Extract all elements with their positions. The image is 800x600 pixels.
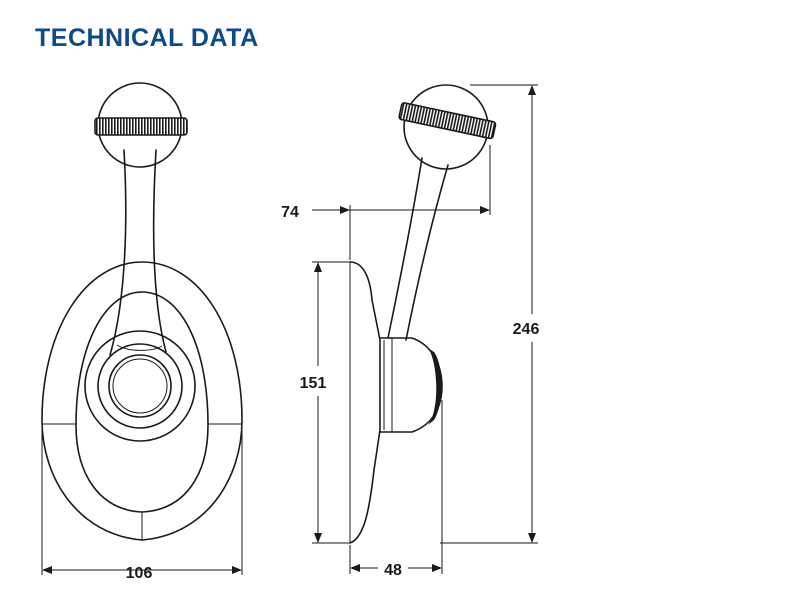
overall-height-arrow-bottom	[528, 533, 536, 543]
front-width-arrow-right	[232, 566, 242, 574]
side-hub-shade	[428, 348, 442, 425]
reach-arrow-left	[340, 206, 350, 214]
overall-height-label: 246	[513, 321, 540, 338]
side-hub	[379, 337, 443, 433]
front-width-label: 106	[126, 565, 153, 582]
page-title: TECHNICAL DATA	[35, 24, 259, 52]
front-view: 106	[41, 82, 243, 582]
side-base-profile	[349, 261, 381, 544]
front-hub-ring	[97, 343, 183, 429]
front-lever-shaft	[109, 149, 167, 356]
front-base-outer	[41, 261, 243, 541]
reach-arrow-right	[480, 206, 490, 214]
base-height-arrow-bottom	[314, 533, 322, 543]
side-view: 74 151 246 48	[281, 84, 540, 579]
front-width-arrow-left	[42, 566, 52, 574]
base-height-label: 151	[300, 375, 327, 392]
depth-arrow-left	[350, 564, 360, 572]
front-hub-button	[108, 354, 172, 418]
side-knob-grip	[398, 102, 497, 140]
depth-arrow-right	[432, 564, 442, 572]
front-knob-grip	[94, 117, 188, 136]
front-base-inner	[75, 291, 209, 513]
front-hub-button-inner	[112, 358, 168, 414]
front-lever-collar	[116, 344, 163, 351]
reach-label: 74	[281, 204, 299, 221]
base-height-arrow-top	[314, 262, 322, 272]
depth-label: 48	[384, 562, 402, 579]
overall-height-arrow-top	[528, 85, 536, 95]
front-hub-outer	[84, 330, 196, 442]
side-lever-shaft	[387, 157, 449, 341]
